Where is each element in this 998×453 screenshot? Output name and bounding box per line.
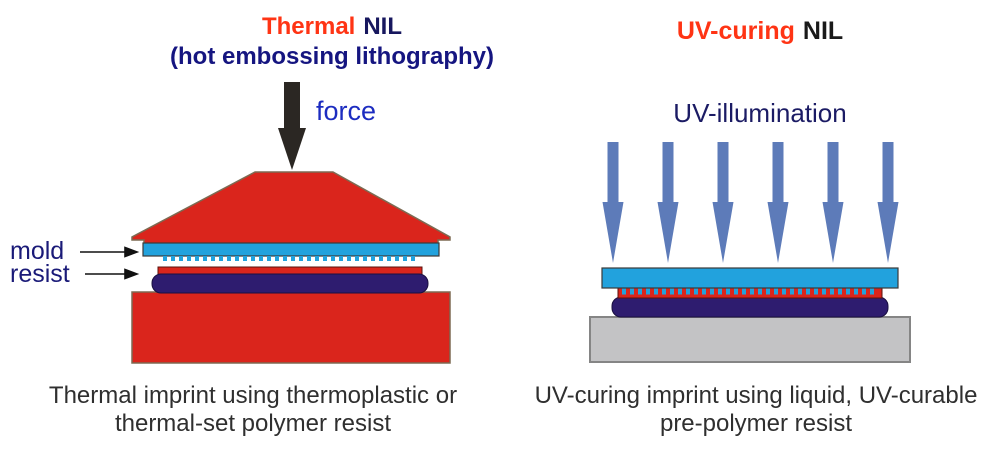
right-stage-base	[589, 316, 911, 363]
uv-arrow	[877, 142, 899, 263]
left-mold-plate	[142, 242, 440, 257]
left-caption-line1: Thermal imprint using thermoplastic or	[48, 382, 458, 409]
left-press-top	[131, 171, 451, 245]
left-title-line2: (hot embossing lithography)	[170, 43, 494, 70]
resist-pointer-arrow	[85, 268, 140, 280]
uv-arrow	[657, 142, 679, 263]
uv-arrows	[602, 142, 899, 263]
uv-arrow	[767, 142, 789, 263]
right-title-accent: UV-curing	[676, 17, 795, 45]
right-caption-line2: pre-polymer resist	[659, 410, 853, 437]
right-caption-line1: UV-curing imprint using liquid, UV-curab…	[534, 382, 978, 409]
right-caption: UV-curing imprint using liquid, UV-curab…	[514, 382, 998, 438]
mold-label: mold	[10, 237, 65, 265]
left-press-base	[131, 291, 451, 364]
force-arrow	[278, 82, 306, 170]
uv-illumination-label: UV-illumination	[673, 98, 847, 128]
uv-arrow	[822, 142, 844, 263]
mold-pointer-arrow	[80, 246, 140, 258]
right-substrate	[611, 296, 889, 318]
right-mold-plate	[601, 267, 899, 289]
resist-label: resist	[10, 260, 70, 288]
left-substrate	[151, 273, 429, 294]
left-title-line1: Thermal NIL	[102, 12, 562, 42]
left-caption-line2: thermal-set polymer resist	[114, 410, 392, 437]
left-caption: Thermal imprint using thermoplastic or t…	[10, 382, 496, 438]
left-title-accent: Thermal	[261, 13, 356, 40]
right-title-rest: NIL	[802, 17, 844, 45]
force-label: force	[316, 96, 377, 126]
uv-arrow	[712, 142, 734, 263]
uv-arrow	[602, 142, 624, 263]
left-title: Thermal NIL (hot embossing lithography)	[102, 12, 562, 72]
left-title-rest: NIL	[363, 13, 403, 40]
